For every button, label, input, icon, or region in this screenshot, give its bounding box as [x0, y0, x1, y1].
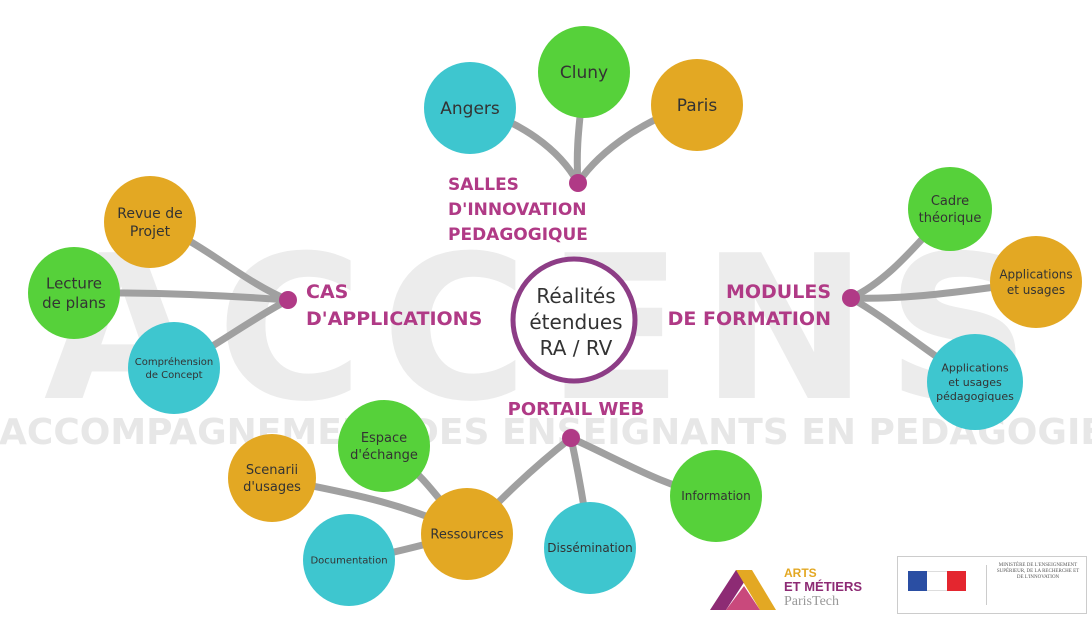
portail-bubble-6: Documentation	[303, 514, 395, 606]
bubble-circle	[927, 334, 1023, 430]
bubble-label: Dissémination	[547, 541, 632, 555]
modules-hub-dot	[842, 289, 860, 307]
bubble-circle	[651, 59, 743, 151]
bubble-label: de plans	[42, 294, 106, 312]
bubble-label: Espace	[361, 431, 407, 446]
portail-bubble-4: Espace d'échange	[338, 400, 430, 492]
bubble-label: Lecture	[46, 275, 102, 293]
bubble-circle	[670, 450, 762, 542]
cas-bubble-1: Revue de Projet	[104, 176, 196, 268]
cas-bubble-3: Compréhension de Concept	[128, 322, 220, 414]
bubble-circle	[421, 488, 513, 580]
portail-branch-label: PORTAIL WEB	[508, 399, 645, 420]
salles-branch-label: SALLES	[448, 175, 519, 195]
bubble-circle	[424, 62, 516, 154]
bubble-label: Documentation	[310, 556, 387, 567]
bubble-label: et usages	[948, 376, 1002, 389]
bubble-label: d'usages	[243, 480, 301, 495]
bubble-label: Paris	[677, 96, 718, 116]
bubble-circle	[28, 247, 120, 339]
ministry-text: MINISTÈRE DE L'ENSEIGNEMENT SUPÉRIEUR, D…	[996, 563, 1080, 580]
french-flag-icon	[908, 571, 966, 591]
branch-labels: SALLES D'INNOVATION PEDAGOGIQUE CAS D'APPLIC…	[306, 175, 831, 420]
bubble-label: Cluny	[560, 63, 608, 83]
logo-arts: ARTS	[784, 566, 817, 580]
bubble-circle	[538, 26, 630, 118]
bubble-label: et usages	[1007, 283, 1065, 297]
portail-bubble-5: Scenarii d'usages	[228, 434, 316, 522]
bubble-label: Ressources	[430, 528, 503, 543]
bubble-label: Applications	[999, 267, 1072, 281]
salles-bubble-2: Cluny	[538, 26, 630, 118]
bubble-circle	[544, 502, 636, 594]
bubble-circle	[990, 236, 1082, 328]
cas-branch-label: D'APPLICATIONS	[306, 308, 482, 330]
bubble-label: de Concept	[145, 370, 202, 381]
center-line-2: étendues	[529, 310, 622, 334]
bubble-circle	[338, 400, 430, 492]
bubble-label: Information	[681, 489, 750, 503]
salles-bubble-3: Paris	[651, 59, 743, 151]
bubble-circle	[908, 167, 992, 251]
center-circle	[510, 256, 638, 384]
modules-bubble-1: Cadre théorique	[908, 167, 992, 251]
modules-branch-label: MODULES	[726, 281, 831, 303]
logo-et-metiers: ET MÉTIERS	[784, 579, 863, 594]
portail-bubble-2: Dissémination	[544, 502, 636, 594]
ministry-logo: MINISTÈRE DE L'ENSEIGNEMENT SUPÉRIEUR, D…	[897, 556, 1087, 614]
bubble-label: Applications	[941, 362, 1008, 375]
hubs	[279, 174, 860, 447]
bubble-label: d'échange	[350, 448, 418, 463]
bubble-circle	[303, 514, 395, 606]
salles-branch-label: PEDAGOGIQUE	[448, 225, 588, 245]
cas-branch-label: CAS	[306, 281, 348, 303]
bubble-label: Scenarii	[246, 463, 298, 478]
salles-bubble-1: Angers	[424, 62, 516, 154]
arts-et-metiers-mark-icon	[710, 570, 776, 610]
center-line-1: Réalités	[536, 284, 615, 308]
center-line-3: RA / RV	[540, 336, 613, 360]
bubble-circle	[104, 176, 196, 268]
modules-branch-label: DE FORMATION	[668, 308, 831, 330]
bubble-label: Cadre	[931, 194, 969, 209]
center-node: Réalités étendues RA / RV	[510, 256, 638, 384]
bubble-label: Projet	[130, 224, 171, 240]
modules-bubble-2: Applications et usages	[990, 236, 1082, 328]
portail-bubble-3: Ressources	[421, 488, 513, 580]
portail-bubble-1: Information	[670, 450, 762, 542]
bubble-label: Angers	[440, 99, 500, 119]
cas-hub-dot	[279, 291, 297, 309]
arts-et-metiers-logo: ARTS ET MÉTIERS ParisTech	[706, 566, 892, 614]
portail-hub-dot	[562, 429, 580, 447]
salles-hub-dot	[569, 174, 587, 192]
logo-paristech: ParisTech	[784, 594, 840, 609]
bubble-label: Revue de	[117, 206, 182, 222]
bubble-label: Compréhension	[135, 356, 214, 368]
bubble-circle	[128, 322, 220, 414]
watermark-subtitle: ACCOMPAGNEMENT DES ENSEIGNANTS EN PEDAGO…	[0, 412, 1092, 453]
bubble-circle	[228, 434, 316, 522]
bubble-label: pédagogiques	[936, 390, 1014, 403]
salles-branch-label: D'INNOVATION	[448, 200, 587, 220]
bubble-label: théorique	[919, 211, 982, 226]
